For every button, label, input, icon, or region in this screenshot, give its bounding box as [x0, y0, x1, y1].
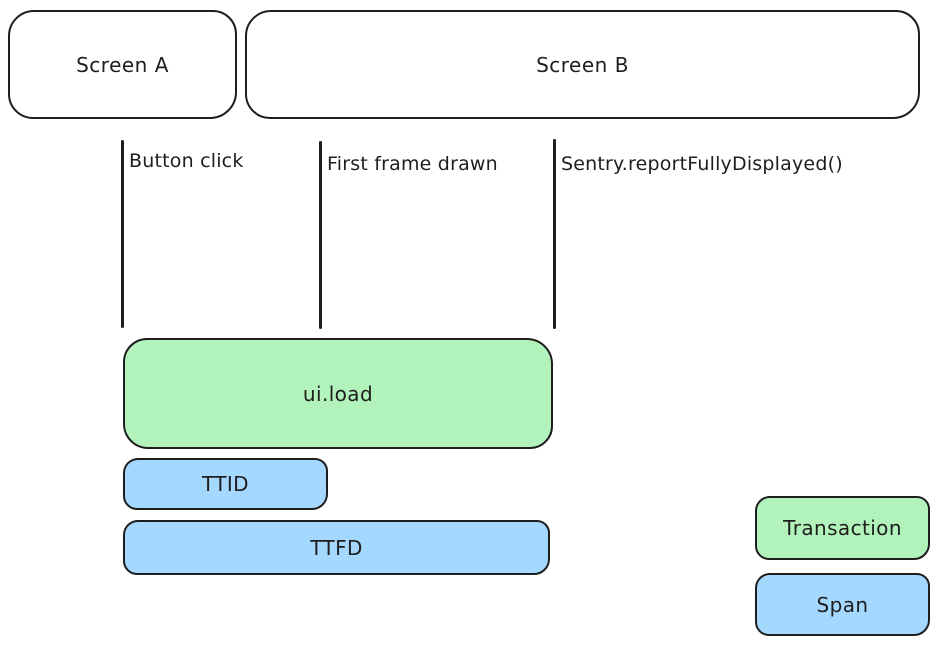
- ttid-label: TTID: [202, 472, 249, 496]
- screen-b-label: Screen B: [536, 52, 629, 77]
- ui-load-transaction-bar: ui.load: [123, 338, 553, 449]
- event-line-first-frame-drawn: [319, 141, 322, 329]
- legend-transaction-label: Transaction: [783, 516, 902, 540]
- screen-b-box: Screen B: [245, 10, 920, 119]
- screen-a-label: Screen A: [76, 52, 169, 77]
- ui-load-label: ui.load: [302, 381, 374, 406]
- ttid-span-bar: TTID: [123, 458, 328, 510]
- ttfd-span-bar: TTFD: [123, 520, 550, 575]
- screen-a-box: Screen A: [8, 10, 237, 119]
- event-label-button-click: Button click: [129, 150, 244, 172]
- event-line-button-click: [121, 140, 124, 328]
- event-label-first-frame-drawn: First frame drawn: [327, 153, 498, 175]
- ttfd-label: TTFD: [310, 535, 363, 560]
- legend-span-label: Span: [816, 592, 869, 617]
- event-label-report-fully-displayed: Sentry.reportFullyDisplayed(): [561, 153, 843, 175]
- legend-transaction: Transaction: [755, 496, 930, 560]
- legend-span: Span: [755, 573, 930, 636]
- event-line-report-fully-displayed: [553, 139, 556, 329]
